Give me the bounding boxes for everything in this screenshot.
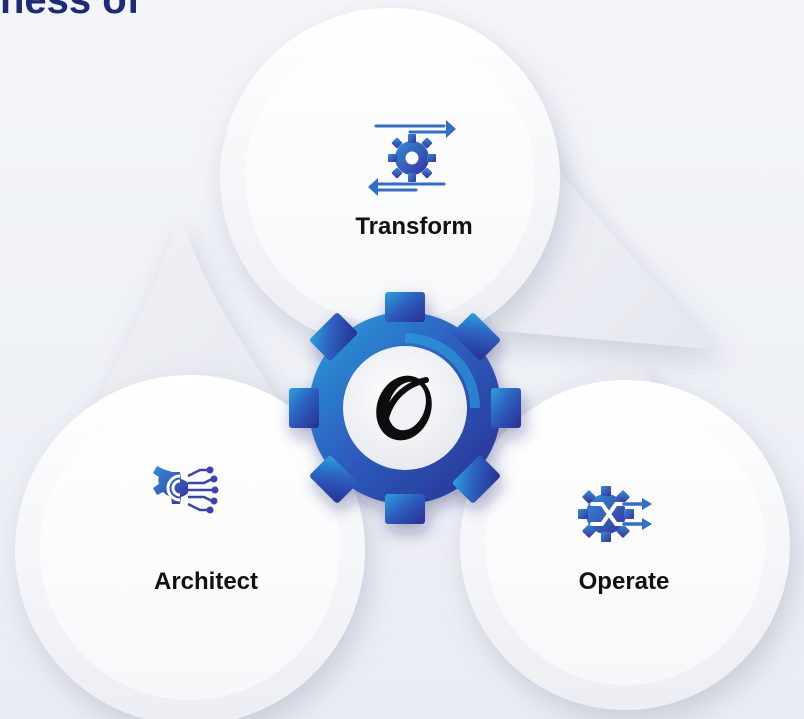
operate-label: Operate [579, 568, 670, 595]
gear-circuit-icon [153, 466, 219, 514]
transform-circle-inner [245, 33, 535, 323]
gear-sync-arrows-icon [368, 120, 456, 196]
gear-shuffle-arrows-icon [578, 486, 652, 542]
architect-node[interactable]: Architect [15, 210, 365, 719]
gear-highlight [404, 333, 480, 409]
central-gear [289, 292, 521, 524]
brand-o-logo-icon [376, 375, 432, 441]
architect-label: Architect [154, 568, 258, 595]
page-heading: ness of [0, 0, 141, 22]
architect-circle-inner [40, 400, 340, 700]
transform-label: Transform [355, 213, 472, 240]
operate-circle-inner [485, 405, 765, 685]
transform-node[interactable]: Transform [220, 8, 720, 350]
